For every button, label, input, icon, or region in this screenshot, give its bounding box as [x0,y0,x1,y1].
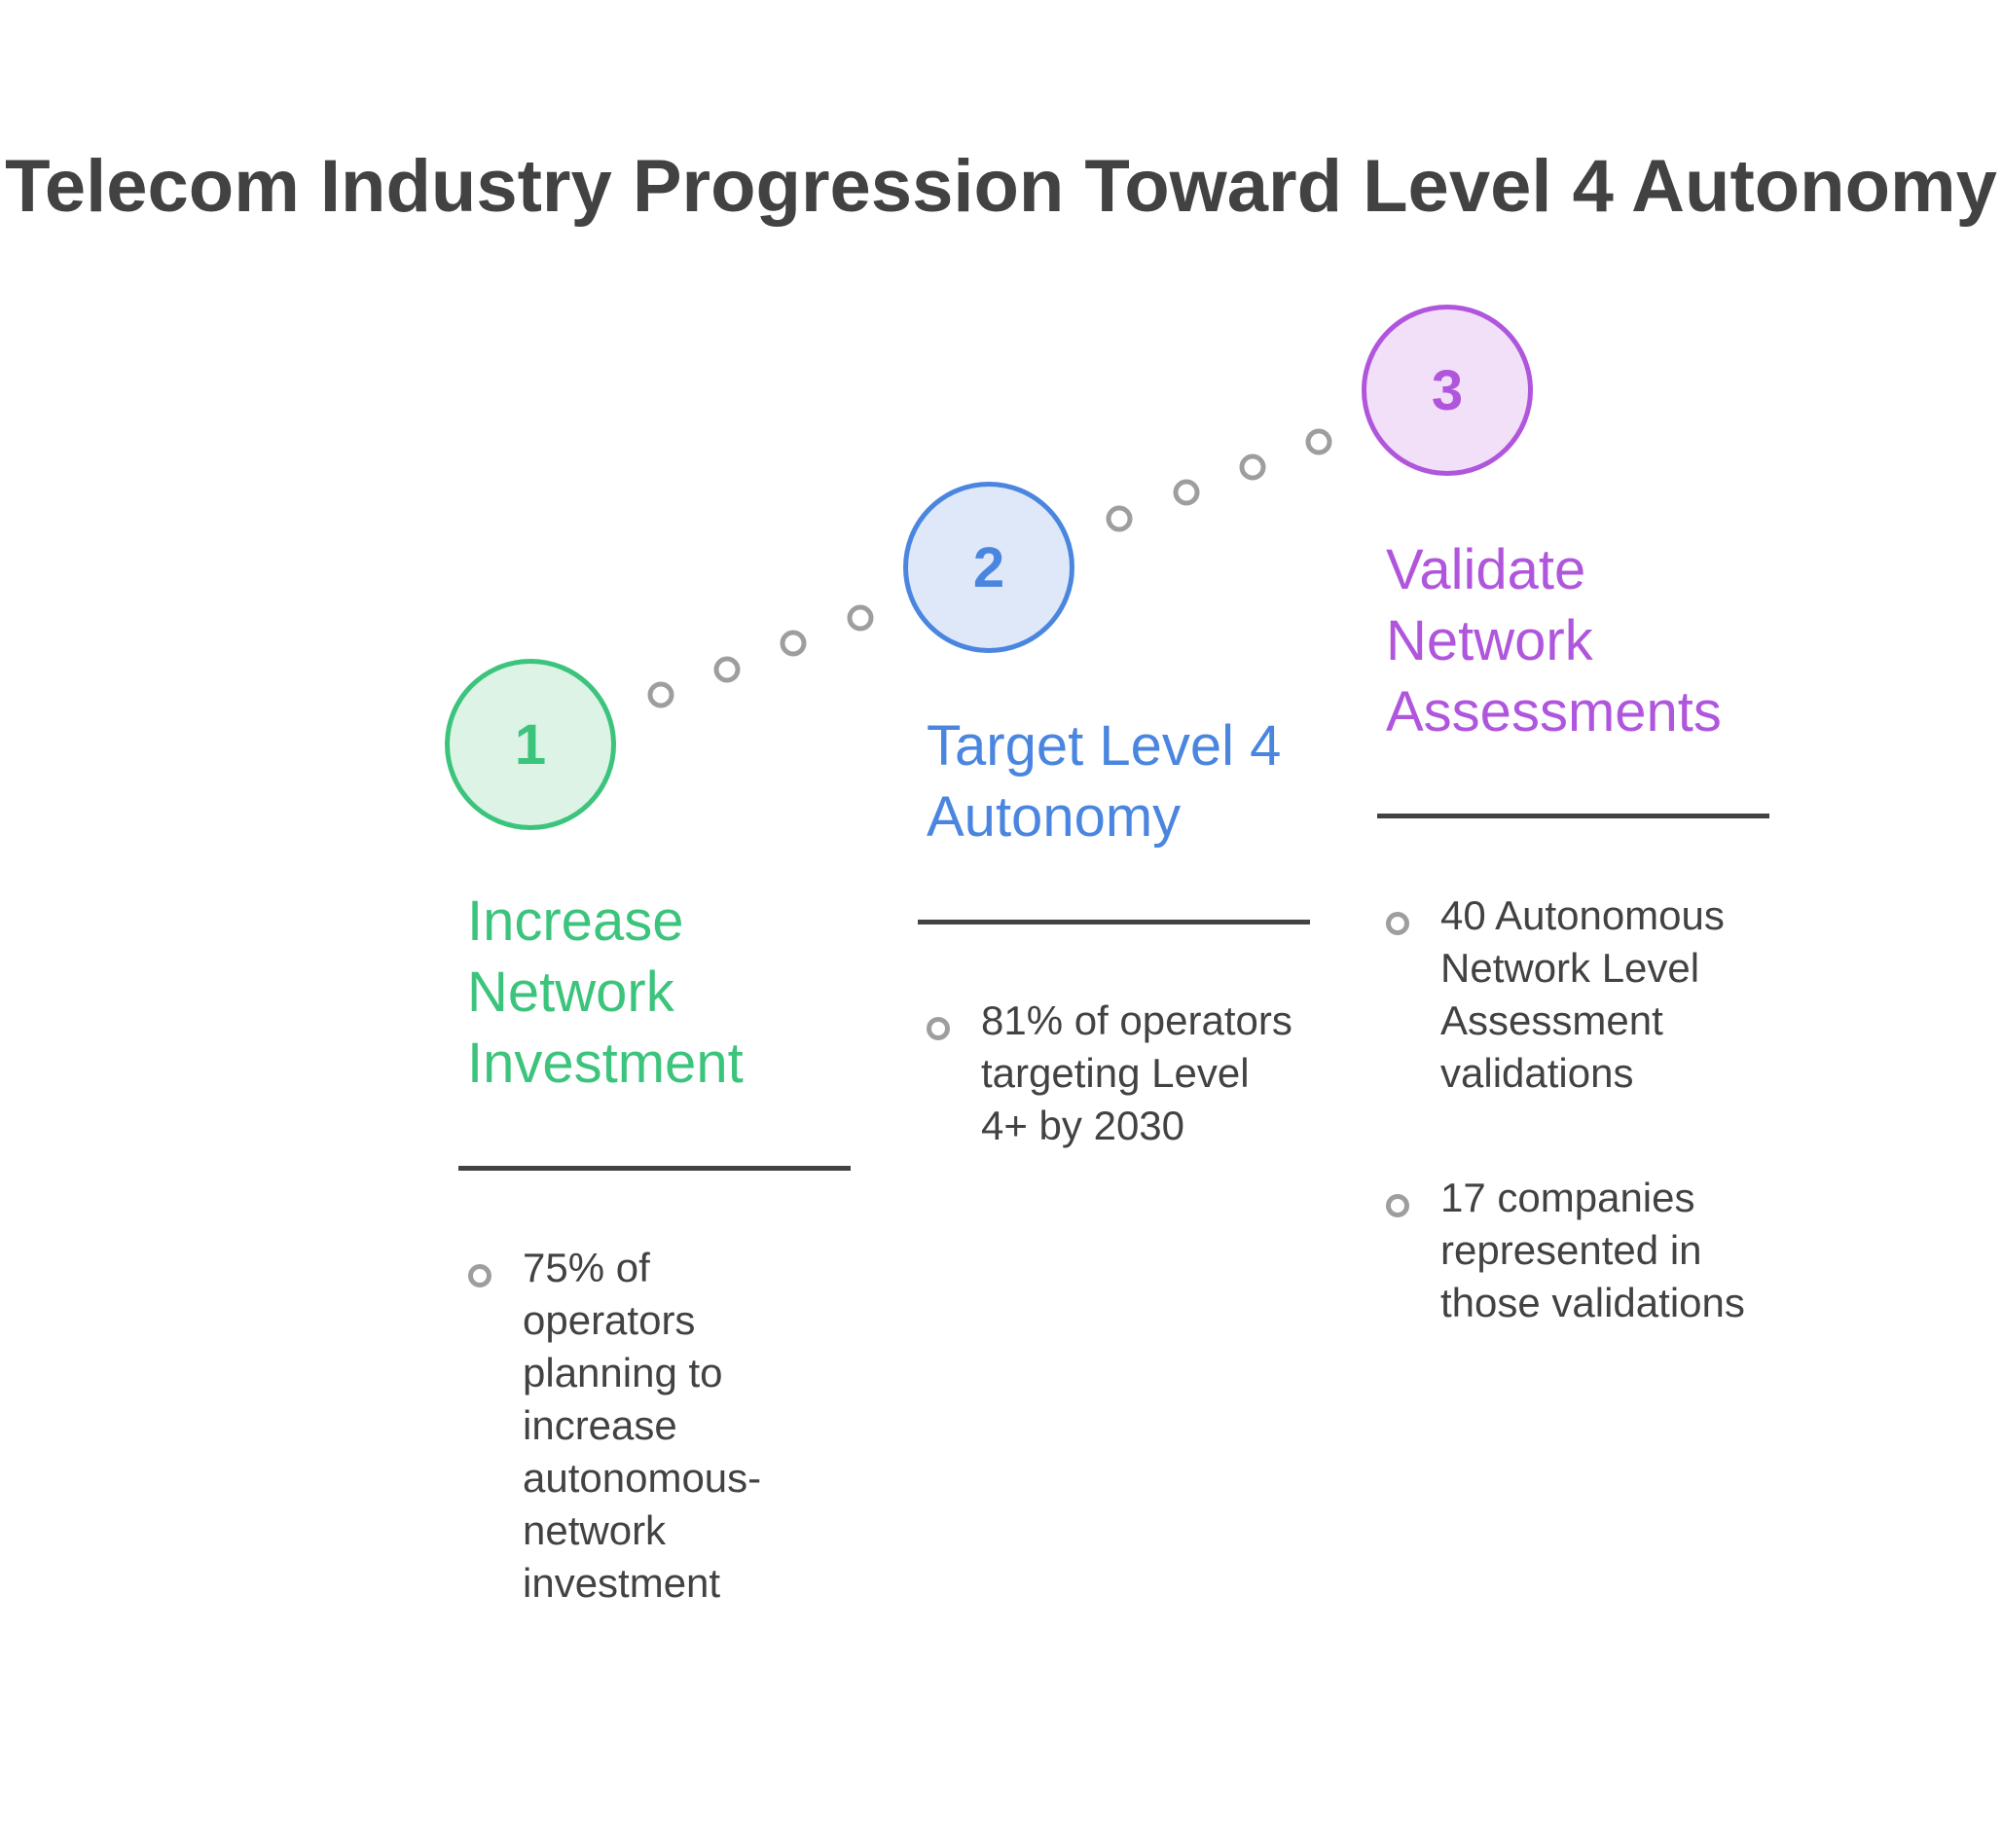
bullet-dot-icon [1386,1194,1409,1217]
connector-dot [847,604,874,632]
step-1-circle: 1 [445,659,616,830]
step-2-bullet-text: 81% of operators targeting Level 4+ by 2… [981,997,1292,1148]
step-1-bullet-text: 75% of operators planning to increase au… [523,1245,762,1606]
step-2-circle: 2 [903,482,1074,653]
step-3-circle: 3 [1362,305,1533,476]
step-3-bullet-2-text: 17 companies represented in those valida… [1440,1175,1745,1325]
step-2-title: Target Level 4 Autonomy [927,714,1282,849]
bullet-dot-icon [468,1264,491,1287]
step-1-title: Increase Network Investment [467,889,744,1095]
bullet-dot-icon [1386,912,1409,935]
connector-dot [780,630,807,657]
step-1-number: 1 [514,712,547,777]
step-3-title: Validate Network Assessments [1386,538,1722,743]
connector-dot [1305,428,1332,455]
bullet-dot-icon [927,1017,950,1040]
step-3-bullet-1-text: 40 Autonomous Network Level Assessment v… [1440,892,1725,1096]
step-2-number: 2 [972,535,1005,599]
step-1-divider [458,1166,851,1171]
connector-dot [1173,479,1200,506]
connector-dot [1106,505,1133,532]
diagram-title: Telecom Industry Progression Toward Leve… [5,145,1997,228]
step-2-divider [918,920,1310,924]
step-3-divider [1377,814,1769,818]
connector-dot [713,656,741,683]
step-3-number: 3 [1431,358,1464,422]
connector-dot [1239,453,1266,481]
connector-dot [647,681,674,708]
